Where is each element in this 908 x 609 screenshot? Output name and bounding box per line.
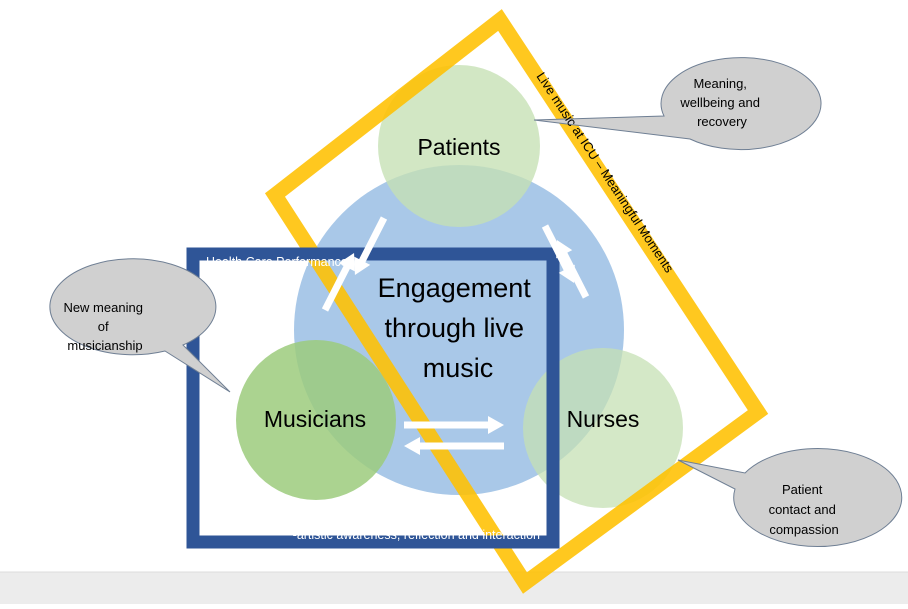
arrow-patients-to-musicians bbox=[354, 216, 388, 276]
arrow-musicians-to-nurses bbox=[404, 416, 504, 434]
blue-frame-top-label: Health Care Performances - bbox=[206, 255, 362, 269]
musicians-bubble-text: New meaning of musicianship bbox=[63, 300, 146, 353]
patients-label: Patients bbox=[417, 134, 500, 160]
health-care-frame bbox=[186, 247, 560, 549]
center-text: Engagement through live music bbox=[378, 273, 539, 383]
nurses-circle bbox=[523, 348, 683, 508]
nurses-speech-bubble bbox=[677, 448, 903, 547]
arrow-nurses-to-musicians bbox=[404, 437, 504, 455]
arrows-group bbox=[321, 216, 590, 455]
musicians-speech-bubble bbox=[49, 258, 231, 393]
arrow-nurses-to-patients bbox=[556, 239, 590, 299]
icu-frame bbox=[264, 9, 769, 594]
nurses-bubble-text: Patient contact and compassion bbox=[769, 482, 840, 537]
patients-speech-bubble bbox=[533, 57, 822, 151]
musicians-circle bbox=[236, 340, 396, 500]
arrow-musicians-to-patients bbox=[321, 252, 355, 312]
patients-circle bbox=[378, 65, 540, 227]
patients-bubble-text: Meaning, wellbeing and recovery bbox=[679, 76, 763, 129]
blue-frame-bottom-label: -artistic awareness, reflection and inte… bbox=[293, 528, 540, 542]
nurses-label: Nurses bbox=[567, 406, 640, 432]
musicians-label: Musicians bbox=[264, 406, 366, 432]
bottom-bar bbox=[0, 572, 908, 604]
